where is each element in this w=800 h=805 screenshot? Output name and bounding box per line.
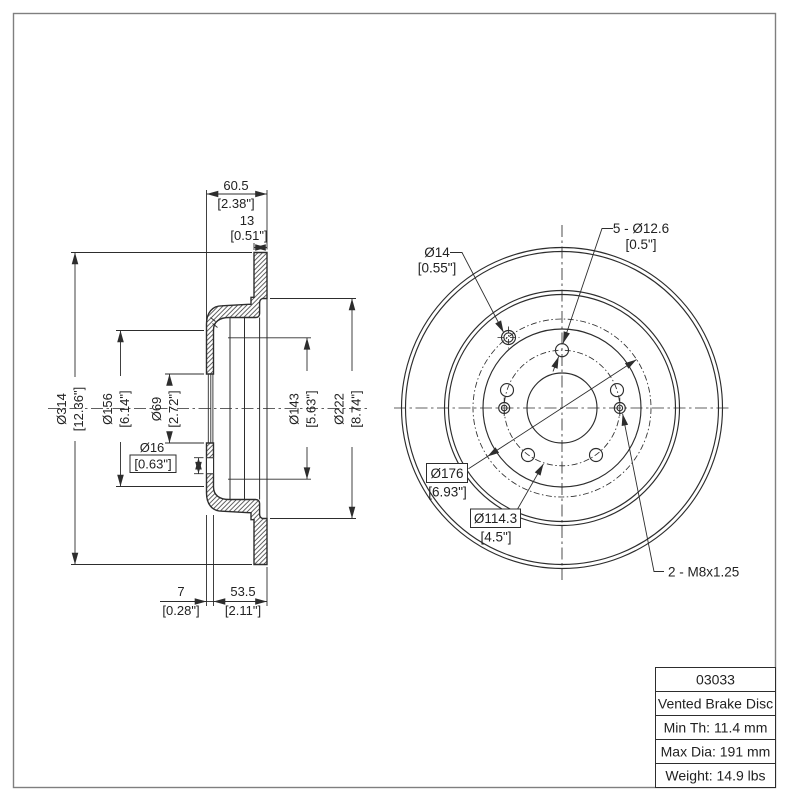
label-114: Ø114.3 [4.5"] — [470, 463, 544, 545]
dim-143-in: [5.63"] — [304, 390, 319, 427]
braking-band-inner-circle — [443, 289, 681, 527]
label-176-in: [6.93"] — [428, 485, 467, 500]
label-176-box — [426, 463, 468, 483]
dim-222-in: [8.74"] — [349, 390, 364, 427]
dim-53-5-mm: 53.5 — [230, 584, 255, 599]
label-14-mm: Ø14 — [424, 245, 450, 260]
lug-hole-upper-right — [609, 383, 625, 398]
dim-314-mm: Ø314 — [54, 393, 69, 425]
label-lug-in: [0.5"] — [625, 237, 656, 252]
label-thread: 2 - M8x1.25 — [621, 413, 739, 580]
label-lug-mm: 5 - Ø12.6 — [613, 221, 669, 236]
lug-hole-upper-left — [499, 383, 515, 398]
dim-16-in: [0.63"] — [134, 457, 171, 472]
label-114-mm: Ø114.3 — [474, 511, 517, 526]
part-number: 03033 — [696, 672, 735, 688]
dim-222-mm: Ø222 — [332, 393, 347, 425]
interior-projection-lines — [229, 298, 268, 519]
bolt-circle-176 — [472, 318, 652, 498]
lug-hole-top — [554, 343, 570, 358]
dim-69: Ø69 [2.72"] — [149, 374, 204, 443]
dim-60-5-mm: 60.5 — [223, 178, 248, 193]
dim-53-5-in: [2.11"] — [225, 603, 261, 618]
hole-14 — [497, 326, 520, 349]
dim-60-5-in: [2.38"] — [217, 196, 254, 211]
label-114-in: [4.5"] — [480, 530, 511, 545]
dim-143-mm: Ø143 — [287, 393, 302, 425]
dim-16-box — [129, 454, 177, 473]
title-block: 03033 Vented Brake Disc Min Th: 11.4 mm … — [655, 667, 776, 788]
title-block-row-desc — [655, 691, 776, 716]
section-view — [48, 251, 368, 566]
hat-transition-circle — [447, 293, 677, 523]
label-14: Ø14 [0.55"] — [418, 245, 504, 333]
title-block-row-minth — [655, 715, 776, 740]
part-weight: Weight: 14.9 lbs — [665, 768, 765, 784]
title-block-row-weight — [655, 763, 776, 788]
label-114-box — [470, 508, 521, 528]
max-diameter: Max Dia: 191 mm — [661, 744, 771, 760]
title-block-row-part — [655, 667, 776, 692]
dim-222: Ø222 [8.74"] — [270, 299, 364, 519]
dim-7-in: [0.28"] — [162, 603, 199, 618]
label-176: Ø176 [6.93"] — [426, 359, 637, 500]
dim-69-in: [2.72"] — [166, 390, 181, 427]
label-thread-text: 2 - M8x1.25 — [668, 565, 739, 580]
dim-314-in: [12.36"] — [71, 387, 86, 431]
hub-face-circle — [482, 328, 642, 488]
front-view-labels: Ø14 [0.55"] 5 - Ø12.6 [0.5"] Ø176 [6.93"… — [418, 221, 740, 580]
front-view — [394, 225, 731, 580]
dim-13-in: [0.51"] — [230, 228, 267, 243]
dim-156: Ø156 [6.14"] — [100, 331, 204, 487]
dim-69-mm: Ø69 — [149, 397, 164, 422]
dim-60-5: 60.5 [2.38"] — [206, 178, 268, 320]
part-description: Vented Brake Disc — [658, 696, 773, 712]
label-14-in: [0.55"] — [418, 261, 457, 276]
dim-bottom: 7 [0.28"] 53.5 [2.11"] — [160, 515, 268, 618]
dim-314: Ø314 [12.36"] — [54, 253, 252, 565]
dim-143: Ø143 [5.63"] — [228, 338, 319, 479]
outer-chamfer-circle — [404, 250, 720, 566]
bend-tick-marks — [210, 317, 218, 328]
dim-156-mm: Ø156 — [100, 393, 115, 425]
dim-16: Ø16 [0.63"] — [129, 440, 204, 475]
label-176-mm: Ø176 — [430, 466, 463, 481]
center-bore-edges — [207, 374, 214, 443]
flange-lug-hole-edges — [206, 457, 214, 475]
section-dimensions: Ø314 [12.36"] Ø156 [6.14"] Ø69 [2.72"] Ø… — [54, 178, 364, 618]
dim-156-in: [6.14"] — [117, 390, 132, 427]
dim-13-mm: 13 — [240, 213, 254, 228]
section-top-half — [205, 251, 268, 375]
label-lug-holes: 5 - Ø12.6 [0.5"] — [551, 221, 669, 372]
section-bottom-half — [205, 442, 268, 566]
dim-7-mm: 7 — [177, 584, 184, 599]
dim-13: 13 [0.51"] — [230, 213, 268, 251]
outer-diameter-circle — [400, 246, 724, 570]
dim-16-mm: Ø16 — [140, 440, 165, 455]
flange-lug-hole — [205, 457, 215, 474]
page-border — [12, 12, 777, 789]
min-thickness: Min Th: 11.4 mm — [664, 720, 768, 736]
